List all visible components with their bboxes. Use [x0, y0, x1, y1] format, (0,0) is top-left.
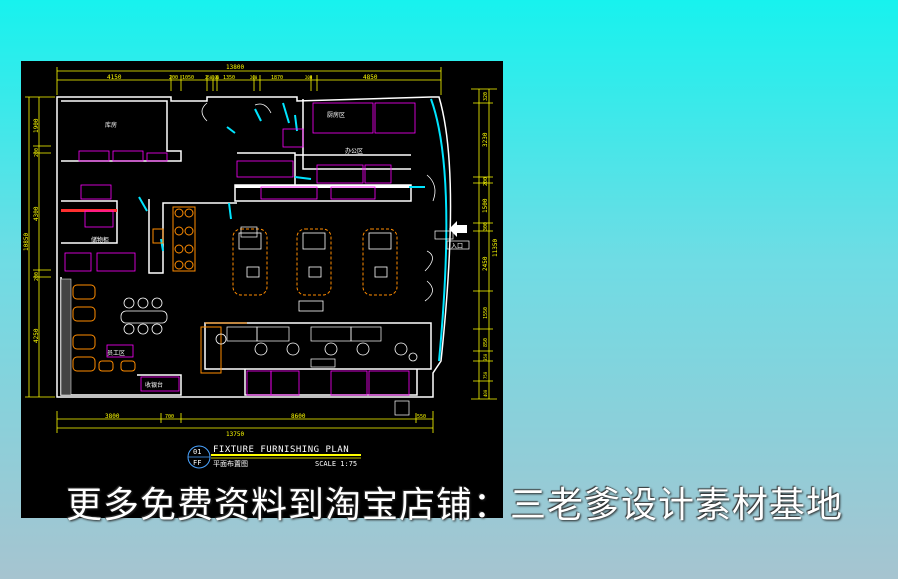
dim-right-7: 850 — [483, 338, 489, 347]
dim-bottom-1: 700 — [165, 414, 174, 420]
dim-right-0: 320 — [483, 92, 489, 101]
dim-top-0: 4150 — [107, 74, 122, 81]
door-swings — [201, 102, 436, 302]
dim-top-2: 1050 — [182, 75, 194, 81]
dim-left-2: 4300 — [33, 206, 40, 221]
kitchen-equipment — [64, 102, 416, 396]
partition-wall — [61, 209, 117, 212]
dim-top-9: 4850 — [363, 74, 378, 81]
room-label-kitchen: 厨房区 — [327, 111, 345, 119]
round-table-group — [120, 297, 418, 362]
dim-right-9: 750 — [483, 371, 488, 379]
drawing-scale: SCALE 1:75 — [315, 460, 357, 468]
dim-total-bottom: 13750 — [226, 431, 244, 438]
floor-plan: 13800 4150 200 1050 250 100 1350 200 187… — [23, 64, 499, 469]
drawing-title: FIXTURE FURNISHING PLAN — [213, 445, 349, 455]
hatched-wall — [60, 278, 72, 396]
room-label-locker: 储物柜 — [91, 236, 109, 244]
drawing-number: 01 — [193, 448, 201, 456]
room-label-office: 办公区 — [345, 147, 363, 155]
dim-bottom-0: 3800 — [105, 413, 120, 420]
dim-right-2: 200 — [483, 177, 489, 186]
cad-drawing-canvas: 13800 4150 200 1050 250 100 1350 200 187… — [21, 61, 503, 518]
room-label-cashier: 收银台 — [145, 381, 163, 389]
table-centers — [238, 232, 392, 312]
entrance-label: 入口 — [451, 243, 463, 250]
dim-total-top: 13800 — [226, 64, 244, 71]
watermark-text: 更多免费资料到淘宝店铺：三老爹设计素材基地 — [66, 485, 844, 526]
dim-left-3: 200 — [34, 272, 40, 281]
dim-right-8: 350 — [483, 353, 488, 361]
dim-right-total: 11350 — [492, 239, 499, 257]
room-label-storage: 库房 — [105, 121, 117, 129]
serving-counter-items — [226, 226, 454, 416]
dim-right-1: 3230 — [482, 132, 489, 147]
entrance-tag — [446, 240, 470, 250]
dim-right-10: 400 — [483, 389, 488, 397]
dim-top-4: 100 — [212, 75, 220, 80]
dim-top-3: 250 — [205, 75, 213, 80]
dim-top-1: 200 — [169, 75, 178, 81]
chairs — [72, 206, 247, 374]
drawing-subtitle: 平面布置图 — [213, 459, 248, 468]
dining-tables — [232, 228, 398, 296]
partition-wall-2 — [235, 185, 411, 188]
entrance-arrow-icon — [449, 221, 467, 237]
dim-left-0: 1900 — [33, 118, 40, 133]
room-label-staff: 员工区 — [107, 350, 125, 357]
glass-panels — [138, 98, 448, 362]
dim-bottom-3: 550 — [417, 414, 426, 420]
dim-right-3: 1500 — [482, 198, 489, 213]
dim-top-8: 200 — [305, 75, 313, 80]
dim-top-6: 200 — [250, 75, 258, 80]
dim-bottom-2: 8600 — [291, 413, 306, 420]
dim-left-1: 200 — [34, 148, 40, 157]
dim-left-total: 10850 — [23, 233, 30, 251]
dim-left-4: 4250 — [33, 328, 40, 343]
dim-top-7: 1870 — [271, 75, 283, 81]
right-dimensions — [471, 88, 497, 400]
dim-top-5: 1350 — [223, 75, 235, 81]
dim-right-5: 2450 — [482, 256, 489, 271]
bottom-dimensions — [56, 411, 434, 433]
left-dimensions — [25, 96, 55, 398]
drawing-sheet: FF — [193, 459, 201, 467]
dim-right-6: 1550 — [483, 307, 489, 319]
top-dimensions — [56, 67, 442, 95]
dim-right-4: 300 — [483, 222, 489, 231]
